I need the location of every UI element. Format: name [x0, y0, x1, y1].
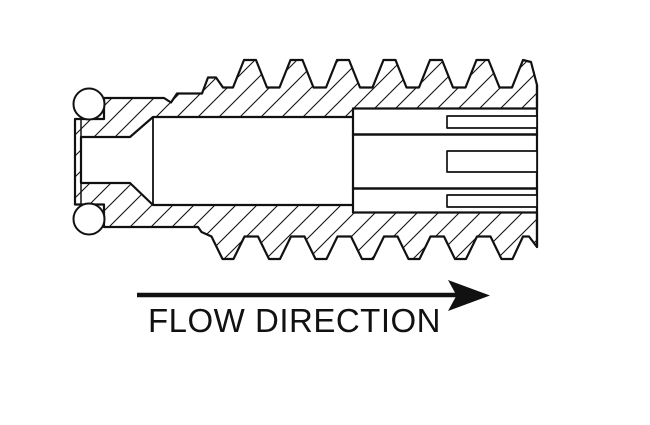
insert-slot-bottom	[446, 194, 538, 208]
flow-direction-label: FLOW DIRECTION	[148, 302, 441, 339]
insert-slot-top	[446, 115, 538, 129]
fitting-body-section	[73, 58, 539, 261]
slotted-insert	[351, 115, 539, 208]
o-ring-bottom-section	[72, 202, 106, 236]
flow-arrowhead-icon	[448, 280, 490, 311]
o-ring-top-section	[72, 87, 106, 121]
fitting-cross-section	[72, 58, 539, 261]
flow-annotation: FLOW DIRECTION	[137, 280, 490, 339]
insert-slot-middle	[446, 150, 538, 173]
